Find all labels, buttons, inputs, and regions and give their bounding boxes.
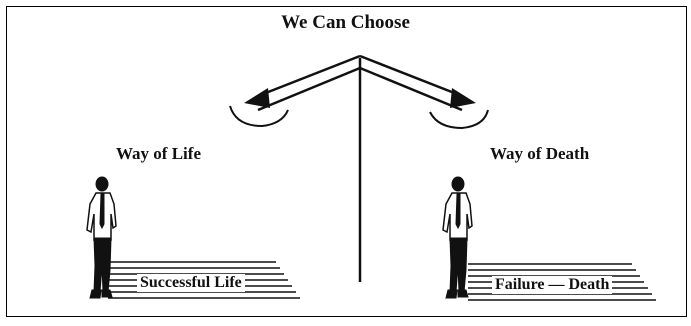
- walking-man-icon: [443, 177, 472, 298]
- arrow-right-icon: [360, 56, 488, 128]
- path-label-left: Way of Life: [116, 144, 201, 164]
- arrow-left-icon: [230, 56, 360, 126]
- destination-label-right: Failure — Death: [492, 276, 612, 294]
- path-label-right: Way of Death: [490, 144, 589, 164]
- destination-label-left: Successful Life: [137, 274, 245, 292]
